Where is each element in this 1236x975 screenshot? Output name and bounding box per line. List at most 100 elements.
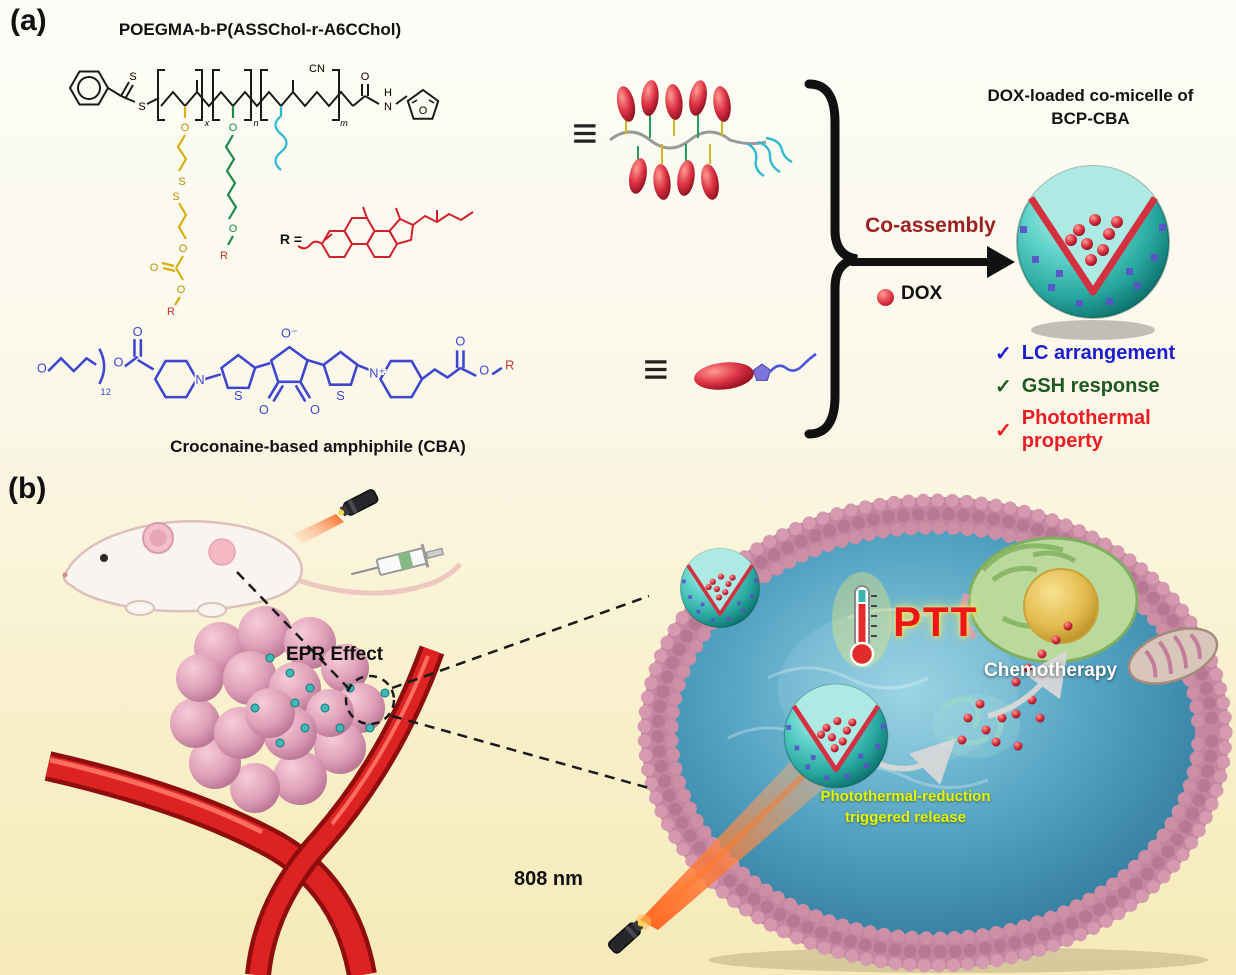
- equivalence-symbol: ≡: [643, 345, 669, 394]
- micelle-title-line2: BCP-CBA: [1051, 109, 1130, 128]
- oxygen-atom-label: O: [150, 262, 159, 274]
- zoom-circle: [344, 674, 396, 726]
- hydrogen-atom-label: H: [384, 87, 392, 99]
- disulfide-side-chain: O S S O O O R: [148, 106, 191, 320]
- piperidinium-ring: [378, 359, 424, 399]
- epr-effect-label: EPR Effect: [286, 644, 384, 665]
- mouse-inner-ear: [149, 529, 167, 547]
- r-group-label: R: [167, 306, 175, 318]
- cba-structure: O 12 O O N S O⁻ O O S N⁺ O O R: [35, 322, 516, 419]
- feature-photothermal-label: Photothermal property: [1021, 407, 1151, 452]
- oxygen-atom-label: O: [479, 362, 489, 377]
- r-group-label: R: [505, 358, 514, 373]
- nitrile-label: CN: [309, 63, 325, 75]
- feature-gsh-label: GSH response: [1021, 375, 1160, 397]
- nucleolus: [1023, 568, 1099, 644]
- mesogen-ellipsoids: [616, 80, 731, 200]
- head-group: [752, 363, 772, 381]
- dox-label: DOX: [901, 283, 943, 304]
- sulfur-atom-label: S: [129, 71, 136, 83]
- feature-gsh: ✓ GSH response: [995, 374, 1236, 399]
- feature-photothermal: ✓ Photothermal property: [995, 407, 1236, 453]
- oxygen-atom-label: O: [177, 284, 186, 296]
- cba-caption: Croconaine-based amphiphile (CBA): [170, 437, 466, 456]
- mouse-eye: [100, 554, 108, 562]
- polymer-cartoon: [609, 80, 793, 200]
- cell-illustration: [607, 493, 1233, 973]
- check-icon: ✓: [995, 343, 1012, 365]
- check-icon: ✓: [995, 419, 1012, 442]
- iminium-nitrogen-label: N⁺: [369, 366, 385, 381]
- co-assembly-label: Co-assembly: [865, 214, 996, 237]
- oxygen-atom-label: O: [229, 223, 238, 235]
- thiophene-ring: [220, 353, 257, 390]
- micelle-title-line1: DOX-loaded co-micelle of: [987, 86, 1194, 105]
- chemotherapy-arrow: [987, 650, 1068, 719]
- oxygen-atom-label: O: [310, 402, 320, 417]
- oxygen-atom-label: O: [133, 324, 143, 339]
- nitrogen-atom-label: N: [195, 372, 204, 387]
- oxygen-atom-label: O: [455, 334, 465, 349]
- subscript-m: m: [340, 118, 348, 128]
- laser-beam-small: [294, 514, 344, 544]
- r-group-label: R: [220, 250, 228, 262]
- polymer-title: POEGMA-b-P(ASSChol-r-A6CChol): [118, 20, 402, 39]
- cba-cartoon: [694, 352, 817, 390]
- sulfur-atom-label: S: [172, 191, 179, 203]
- feature-lc: ✓ LC arrangement: [995, 341, 1236, 366]
- panel-a-label: (a): [10, 4, 47, 37]
- croconaine-core: [269, 345, 310, 384]
- laser-pointer-icon: [607, 920, 644, 954]
- nitrogen-atom-label: N: [384, 101, 392, 113]
- blood-vessels: [44, 645, 445, 975]
- oeg-side-chain: [274, 106, 288, 171]
- hexyl-side-chain: O O R: [219, 106, 239, 264]
- release-label: Photothermal-reduction triggered release: [783, 786, 1028, 828]
- backbone: [609, 130, 767, 150]
- cholesterol-structure: [297, 206, 474, 258]
- mitochondrion: [1127, 627, 1219, 685]
- polymer-structure: S S x n m CN O S S O O O R O O R: [68, 62, 474, 320]
- furan-end-group: O N H O: [352, 70, 440, 120]
- subscript-12: 12: [100, 387, 111, 398]
- endocytosed-micelle: [678, 546, 762, 630]
- er-ribbon: [959, 592, 978, 641]
- oxygen-atom-label: O: [419, 105, 428, 117]
- ptt-label: PTT: [893, 598, 979, 645]
- micelle-title: DOX-loaded co-micelle of BCP-CBA: [948, 84, 1233, 130]
- check-icon: ✓: [995, 376, 1012, 398]
- sulfur-atom-label: S: [336, 388, 345, 403]
- oeg-brushes: [747, 136, 793, 178]
- tumor-spot: [208, 538, 236, 566]
- laser-wavelength-label: 808 nm: [514, 868, 583, 890]
- oxygen-atom-label: O: [181, 122, 190, 134]
- co-assembly-arrow: [851, 246, 1015, 278]
- peg-tail: [768, 352, 817, 373]
- enolate-oxygen-label: O⁻: [281, 326, 298, 341]
- panel-b-label: (b): [8, 472, 47, 505]
- mouse-leg: [197, 602, 227, 618]
- chromophore-ellipsoid: [694, 362, 754, 390]
- mouse-nose: [62, 572, 68, 578]
- laser-pointer-icon: [338, 489, 379, 517]
- co-micelle: [1017, 166, 1169, 318]
- feature-lc-label: LC arrangement: [1021, 342, 1176, 364]
- oxygen-atom-label: O: [179, 243, 188, 255]
- release-label-line1: Photothermal-reduction: [820, 788, 991, 805]
- subscript-n: n: [253, 118, 258, 128]
- feature-list: ✓ LC arrangement ✓ GSH response ✓ Photot…: [995, 341, 1236, 461]
- micelle-illustration: [1005, 150, 1185, 340]
- chemotherapy-label: Chemotherapy: [984, 660, 1118, 681]
- oxygen-atom-label: O: [229, 122, 238, 134]
- release-arrow: [879, 738, 956, 786]
- r-equals-label: R =: [280, 231, 302, 247]
- micelle-shadow: [1031, 320, 1155, 340]
- oxygen-atom-label: O: [361, 71, 370, 83]
- polymer-backbone: [68, 69, 354, 121]
- thiophene-ring: [322, 350, 359, 386]
- oxygen-atom-label: O: [37, 361, 47, 376]
- piperidine-ring: [153, 359, 199, 399]
- furan-ring: [406, 88, 440, 120]
- thermometer-icon: [832, 572, 892, 668]
